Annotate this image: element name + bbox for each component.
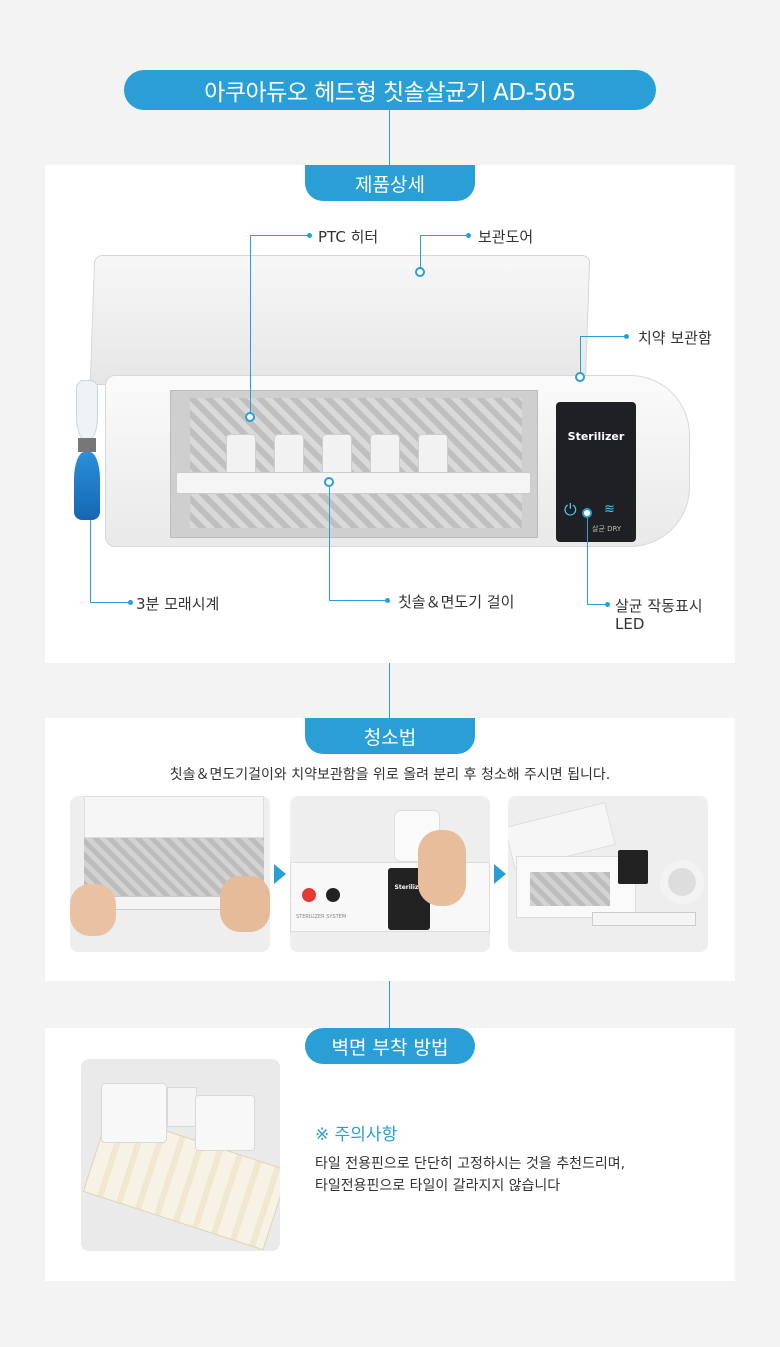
holder-slot [226, 434, 256, 474]
section-title-detail: 제품상세 [305, 165, 475, 201]
callout-dot [128, 600, 133, 605]
callout-line [90, 602, 130, 603]
cleaning-photo-1 [70, 796, 270, 952]
caution-line-1: 타일 전용핀으로 단단히 고정하시는 것을 추천드리며, [315, 1156, 626, 1172]
step-arrow-icon [274, 864, 286, 884]
callout-line [250, 235, 251, 417]
toothbrush-rack [176, 472, 531, 494]
callout-sand-timer: 3분 모래시계 [136, 595, 220, 613]
callout-led-line2: LED [615, 615, 645, 633]
callout-line [420, 235, 421, 269]
caution-line-2: 타일전용핀으로 타일이 갈라지지 않습니다 [315, 1178, 561, 1194]
callout-toothpaste-storage: 치약 보관함 [638, 329, 712, 347]
callout-line [90, 520, 91, 602]
hourglass-top [76, 380, 98, 440]
storage-door [89, 255, 591, 385]
callout-marker [415, 267, 425, 277]
callout-dot [466, 233, 471, 238]
callout-ptc-heater: PTC 히터 [318, 228, 379, 246]
callout-storage-door: 보관도어 [478, 228, 534, 246]
callout-line [587, 518, 588, 604]
callout-line [587, 604, 607, 605]
callout-marker [582, 508, 592, 518]
cleaning-description: 칫솔＆면도기걸이와 치약보관함을 위로 올려 분리 후 청소해 주시면 됩니다. [169, 767, 611, 783]
holder-slot [418, 434, 448, 474]
callout-line [580, 336, 581, 374]
step-arrow-icon [494, 864, 506, 884]
caution-title: ※ 주의사항 [315, 1125, 398, 1145]
power-icon: ⏻ [564, 500, 577, 519]
control-panel: Sterilizer ⏻ ≋ 살균 DRY [556, 402, 636, 542]
status-label: 살균 DRY [592, 525, 622, 533]
callout-marker [324, 477, 334, 487]
hourglass-sand [74, 452, 100, 520]
hourglass-timer [70, 380, 106, 520]
callout-dot [385, 598, 390, 603]
brand-label: Sterilizer [567, 430, 625, 443]
callout-line [580, 336, 626, 337]
connector-line [389, 981, 390, 1028]
mounting-pin-photo [81, 1059, 280, 1251]
page-title: 아쿠아듀오 헤드형 칫솔살균기 AD-505 [124, 70, 656, 110]
callout-line [329, 487, 330, 600]
hourglass-neck [78, 438, 96, 452]
callout-dot [605, 602, 610, 607]
callout-dot [624, 334, 629, 339]
connector-line [389, 110, 390, 165]
cleaning-photo-2: STERILIZER SYSTEM Sterilizer [290, 796, 490, 952]
dry-wave-icon: ≋ [604, 502, 615, 517]
callout-marker [245, 412, 255, 422]
section-title-mount: 벽면 부착 방법 [305, 1028, 475, 1064]
holder-slot [322, 434, 352, 474]
callout-line [420, 235, 468, 236]
callout-line [329, 600, 387, 601]
callout-dot [307, 233, 312, 238]
callout-led-line1: 살균 작동표시 [615, 597, 703, 615]
holder-slot [370, 434, 400, 474]
holder-slot [274, 434, 304, 474]
connector-line [389, 663, 390, 718]
photo-brand-label: Sterilizer [394, 884, 426, 891]
cleaning-photo-3 [508, 796, 708, 952]
section-title-cleaning: 청소법 [305, 718, 475, 754]
callout-line [250, 235, 310, 236]
callout-brush-holder: 칫솔＆면도기 걸이 [398, 593, 515, 611]
callout-marker [575, 372, 585, 382]
photo-caption: STERILIZER SYSTEM [296, 914, 347, 920]
